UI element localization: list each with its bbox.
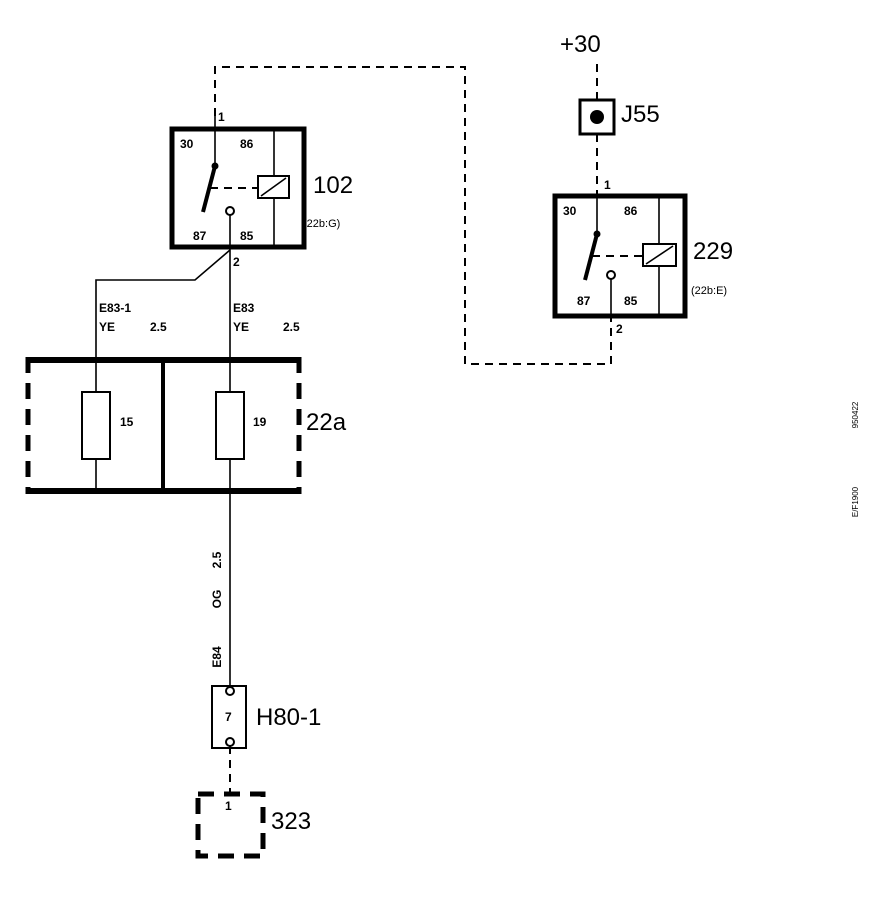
fuse-19-label: 19 <box>253 415 267 429</box>
wire-e83-id: E83 <box>233 301 255 315</box>
relay-102-pin-30: 30 <box>180 137 194 151</box>
supply-label: +30 <box>560 31 601 58</box>
fuse-box-label: 22a <box>306 409 347 436</box>
connector-h80-1-label: H80-1 <box>256 704 321 731</box>
wire-e83-1-size: 2.5 <box>150 320 167 334</box>
component-323-box <box>195 791 266 859</box>
connector-j55-label: J55 <box>621 101 660 128</box>
side-code-2: E/F1900 <box>851 486 860 517</box>
wire-e83-size: 2.5 <box>283 320 300 334</box>
relay-102-pin-86: 86 <box>240 137 254 151</box>
relay-229-pin-30: 30 <box>563 204 577 218</box>
relay-229-ref: (22b:E) <box>691 285 727 297</box>
fuse-19 <box>215 391 245 460</box>
side-code-1: 950422 <box>851 401 860 428</box>
relay-229-conn-bottom: 2 <box>616 322 623 336</box>
component-323: 1 323 <box>195 746 311 859</box>
wires-to-fusebox: E83-1 YE 2.5 E83 YE 2.5 <box>95 247 300 360</box>
relay-102-box <box>169 126 307 250</box>
relay-102: 30 86 87 85 1 2 102 (22b:G) <box>169 110 353 269</box>
relay-102-contact-87 <box>225 206 235 216</box>
relay-229-conn-top: 1 <box>604 178 611 192</box>
relay-102-ref: (22b:G) <box>303 218 340 230</box>
relay-229-box <box>552 193 688 319</box>
relay-102-coil-mark <box>260 177 287 197</box>
supply-and-relay-229: +30 J55 30 86 87 85 1 2 229 (22b:E) <box>552 31 733 336</box>
fuse-15 <box>81 391 111 460</box>
wire-e84-group: 2.5 OG E84 <box>210 494 231 686</box>
relay-229-switch-arm <box>583 233 599 281</box>
fuse-box-22a: 15 19 22a <box>25 357 347 494</box>
component-323-pin: 1 <box>225 799 232 813</box>
wire-e84-size: 2.5 <box>210 551 224 568</box>
relay-102-switch-arm <box>201 165 217 213</box>
relay-102-conn-top: 1 <box>218 110 225 124</box>
relay-229-pin-87: 87 <box>577 294 591 308</box>
relay-102-pin-85: 85 <box>240 229 254 243</box>
wire-e83-1-color: YE <box>99 320 115 334</box>
wire-e83-color: YE <box>233 320 249 334</box>
relay-229-label: 229 <box>693 238 733 265</box>
relay-102-label: 102 <box>313 172 353 199</box>
connector-h80-1-pin: 7 <box>225 710 232 724</box>
relay-229-coil-mark <box>645 245 674 265</box>
control-wire-dashed <box>214 66 612 365</box>
connector-h80-1: 7 H80-1 <box>211 685 321 749</box>
relay-229-pin-86: 86 <box>624 204 638 218</box>
relay-102-conn-bottom: 2 <box>233 255 240 269</box>
relay-229-contact-87 <box>606 270 616 280</box>
relay-102-pin-87: 87 <box>193 229 207 243</box>
wire-e83-1 <box>95 249 231 360</box>
fuse-15-label: 15 <box>120 415 134 429</box>
relay-229-pin-85: 85 <box>624 294 638 308</box>
wire-e84-color: OG <box>210 590 224 609</box>
wire-e84-id: E84 <box>210 646 224 668</box>
connector-j55-terminal <box>590 110 604 124</box>
wire-e83-1-id: E83-1 <box>99 301 131 315</box>
component-323-label: 323 <box>271 808 311 835</box>
